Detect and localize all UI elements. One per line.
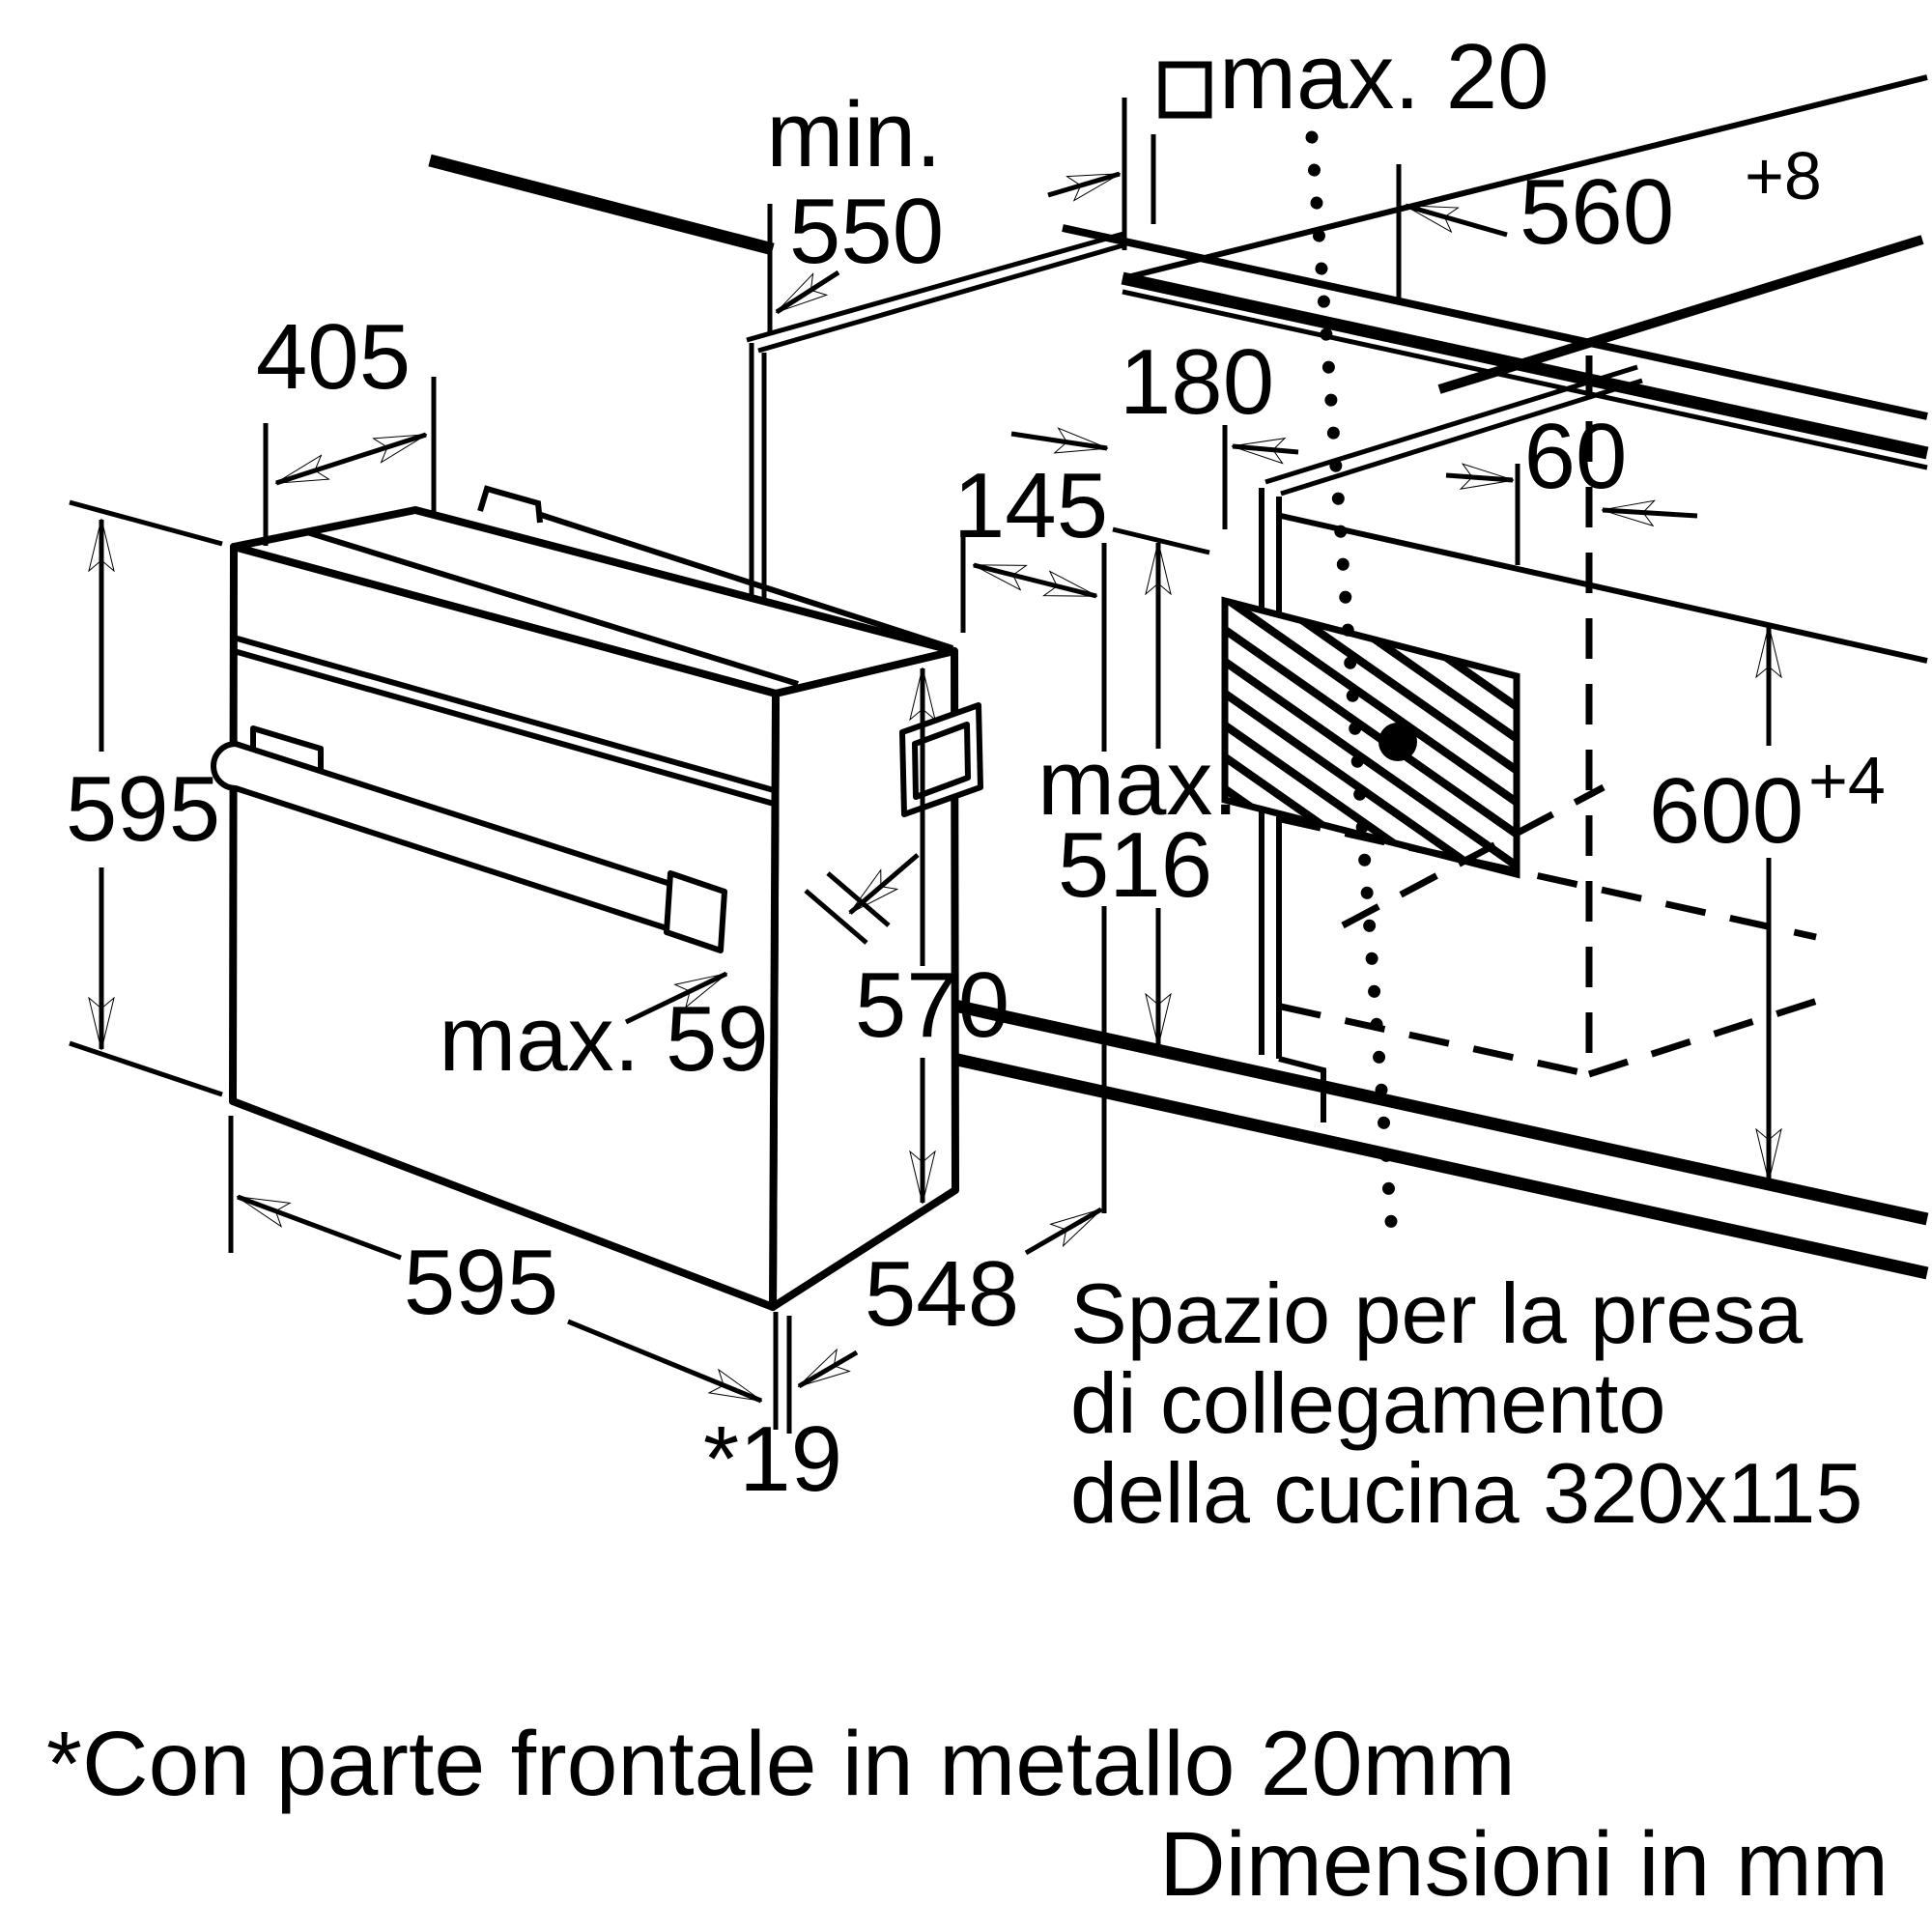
oven-panel-line-2 <box>233 648 775 807</box>
niche-plinth-step <box>1278 1056 1326 1122</box>
ext-595-bottom <box>69 1040 223 1097</box>
extension-lines <box>69 98 1520 1434</box>
wall-edge-upper-2 <box>757 242 1127 354</box>
dim-60-arrow-right <box>1603 510 1698 516</box>
dim-595w-arrow-left <box>238 1194 402 1261</box>
floor-edge-2 <box>872 1035 1929 1280</box>
width595-label: 595 <box>404 1231 558 1334</box>
ext-595-top <box>69 499 223 547</box>
d145-label: 145 <box>953 454 1108 557</box>
connection-space-hatched-area <box>1221 596 1520 879</box>
front19-label: *19 <box>703 1407 842 1511</box>
d60-label: 60 <box>1524 405 1628 508</box>
room-and-cabinet-lines <box>428 74 1929 1280</box>
oven-panel-line-1 <box>233 635 775 793</box>
center-dotted-line <box>1305 130 1400 1255</box>
min550-prefix-label: min. <box>766 83 941 186</box>
max20-label: max. 20 <box>1219 25 1548 128</box>
depth570-label: 570 <box>855 953 1009 1057</box>
dim-548-arrow-left <box>797 1352 859 1389</box>
max516-line2-label: 516 <box>1058 813 1212 917</box>
dim-548-arrow-right <box>1024 1207 1103 1256</box>
cavity-dashed-diagonal <box>1341 783 1605 929</box>
min550-value-label: 550 <box>789 180 944 283</box>
footnote: *Con parte frontale in metallo 20mm <box>46 1713 1516 1815</box>
niche-top-edge-2 <box>1280 378 1643 497</box>
dim-60-arrow-left <box>1445 475 1513 480</box>
depth548-label: 548 <box>865 1242 1019 1346</box>
square-symbol <box>1158 61 1212 119</box>
height600-label: 600 <box>1649 759 1804 863</box>
ext-516-top <box>1112 526 1210 555</box>
width560-label: 560 <box>1520 160 1674 264</box>
top405-label: 405 <box>256 305 411 409</box>
tick-max59-a <box>804 889 868 945</box>
niche-top-edge-1 <box>1264 364 1638 485</box>
height595-label: 595 <box>66 757 220 861</box>
dim-180-arrow-left <box>1010 434 1107 448</box>
text-blocks: Spazio per la presa di collegamento dell… <box>46 1265 1889 1916</box>
cavity-dashed-floor-front <box>1280 1003 1590 1078</box>
max59-arrow <box>848 853 920 915</box>
counter-underside-edge <box>1122 289 1928 470</box>
oven-top-frame-line <box>306 529 799 687</box>
connection-point-dot <box>1378 723 1417 761</box>
dim-180-arrow-right <box>1233 446 1299 452</box>
dim-595w-arrow-right <box>567 1319 761 1404</box>
dim-405-arrow <box>276 432 426 486</box>
d180-label: 180 <box>1120 330 1274 434</box>
oven-front-face <box>229 543 780 1311</box>
oven-handle-bracket-right <box>664 870 727 953</box>
dim-145-arrow <box>974 562 1096 599</box>
width560-superscript: +8 <box>1745 138 1822 213</box>
dimension-arrows <box>101 171 1769 1404</box>
oven-side-vent-inner <box>912 722 971 800</box>
dimension-labels: min. 550 max. 20 560 +8 405 180 60 145 5… <box>66 25 1886 1511</box>
oven-door-handle <box>211 741 700 940</box>
right-wall-top-edge <box>1122 74 1928 281</box>
cabinet-top-receding-edge <box>1437 235 1924 394</box>
spazio-line1: Spazio per la presa <box>1070 1265 1803 1361</box>
max59-label: max. 59 <box>439 987 768 1091</box>
oven <box>211 485 983 1311</box>
max516-line1-label: max. <box>1037 731 1238 835</box>
cavity-dashed-floor-side <box>1587 991 1837 1078</box>
floor-edge-1 <box>838 974 1929 1226</box>
dim-550-arrow-left <box>775 270 840 315</box>
left-wall-top-edge <box>428 154 775 256</box>
units-label: Dimensioni in mm <box>1159 1813 1889 1916</box>
dim-550-arrow-right <box>1047 171 1120 195</box>
height600-superscript: +4 <box>1808 743 1886 818</box>
spazio-line2: di collegamento <box>1070 1355 1665 1451</box>
niche-top-front-edge <box>1280 513 1928 664</box>
cavity-dashed-back <box>1280 815 1817 941</box>
oven-top-step <box>477 485 543 524</box>
spazio-line3: della cucina 320x115 <box>1070 1445 1862 1541</box>
max59-leader-arrow <box>624 971 726 1025</box>
oven-top-step-edge <box>537 511 953 651</box>
dim-560-arrow <box>1406 203 1508 238</box>
wall-edge-upper <box>746 231 1124 343</box>
